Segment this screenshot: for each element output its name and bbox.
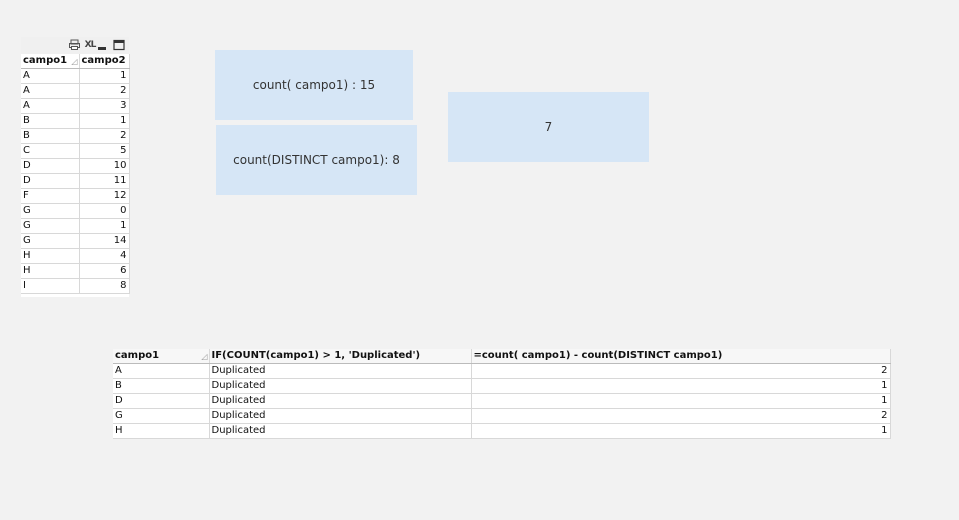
count-textbox[interactable]: count( campo1) : 15 — [215, 50, 413, 120]
campo2-cell[interactable]: 1 — [79, 113, 130, 129]
difference-textbox[interactable]: 7 — [448, 92, 649, 162]
minimize-icon[interactable] — [97, 39, 107, 51]
if-duplicated-cell[interactable]: Duplicated — [209, 393, 472, 409]
campo1-cell[interactable]: G — [21, 218, 80, 234]
campo2-cell[interactable]: 5 — [79, 143, 130, 159]
count-difference-cell[interactable]: 1 — [471, 423, 891, 439]
column-header-if-duplicated[interactable]: IF(COUNT(campo1) > 1, 'Duplicated') — [209, 349, 472, 364]
straight-table[interactable]: campo1◿ IF(COUNT(campo1) > 1, 'Duplicate… — [113, 349, 891, 439]
maximize-icon[interactable] — [113, 39, 125, 51]
column-header-campo1[interactable]: campo1◿ — [113, 349, 210, 364]
campo1-cell[interactable]: A — [21, 83, 80, 99]
if-duplicated-cell[interactable]: Duplicated — [209, 423, 472, 439]
count-text: count( campo1) : 15 — [252, 78, 376, 92]
campo1-cell[interactable]: B — [113, 378, 210, 394]
campo2-cell[interactable]: 0 — [79, 203, 130, 219]
difference-text: 7 — [544, 120, 553, 134]
distinct-count-text: count(DISTINCT campo1): 8 — [233, 153, 400, 167]
campo1-cell[interactable]: A — [21, 98, 80, 114]
campo2-cell[interactable]: 1 — [79, 218, 130, 234]
campo1-cell[interactable]: F — [21, 188, 80, 204]
campo1-cell[interactable]: A — [113, 363, 210, 379]
campo2-cell[interactable]: 1 — [79, 68, 130, 84]
if-duplicated-cell[interactable]: Duplicated — [209, 363, 472, 379]
table-box-caption: XL — [21, 37, 129, 54]
column-header-count-difference[interactable]: =count( campo1) - count(DISTINCT campo1) — [471, 349, 891, 364]
campo1-cell[interactable]: D — [21, 173, 80, 189]
campo1-cell[interactable]: H — [21, 263, 80, 279]
column-header-campo2[interactable]: campo2 — [79, 54, 130, 69]
campo2-cell[interactable]: 8 — [79, 278, 130, 294]
count-difference-cell[interactable]: 1 — [471, 393, 891, 409]
campo1-cell[interactable]: H — [21, 248, 80, 264]
count-difference-cell[interactable]: 2 — [471, 363, 891, 379]
campo2-cell[interactable]: 14 — [79, 233, 130, 249]
campo2-cell[interactable]: 6 — [79, 263, 130, 279]
count-difference-cell[interactable]: 2 — [471, 408, 891, 424]
campo1-cell[interactable]: C — [21, 143, 80, 159]
if-duplicated-cell[interactable]: Duplicated — [209, 378, 472, 394]
campo2-cell[interactable]: 2 — [79, 83, 130, 99]
campo1-cell[interactable]: I — [21, 278, 80, 294]
campo1-cell[interactable]: D — [21, 158, 80, 174]
sort-indicator-icon: ◿ — [201, 352, 208, 361]
distinct-count-textbox[interactable]: count(DISTINCT campo1): 8 — [216, 125, 417, 195]
column-header-campo1[interactable]: campo1◿ — [21, 54, 80, 69]
count-difference-cell[interactable]: 1 — [471, 378, 891, 394]
campo2-cell[interactable]: 2 — [79, 128, 130, 144]
campo2-cell[interactable]: 4 — [79, 248, 130, 264]
campo2-cell[interactable]: 3 — [79, 98, 130, 114]
campo1-cell[interactable]: G — [21, 233, 80, 249]
campo1-cell[interactable]: D — [113, 393, 210, 409]
campo1-cell[interactable]: G — [21, 203, 80, 219]
print-icon[interactable] — [69, 39, 80, 51]
campo1-cell[interactable]: B — [21, 128, 80, 144]
sort-indicator-icon: ◿ — [71, 57, 78, 66]
campo2-cell[interactable]: 11 — [79, 173, 130, 189]
campo2-cell[interactable]: 10 — [79, 158, 130, 174]
duplicates-table: campo1◿ IF(COUNT(campo1) > 1, 'Duplicate… — [113, 349, 891, 439]
campo1-cell[interactable]: H — [113, 423, 210, 439]
campo1-cell[interactable]: B — [21, 113, 80, 129]
campo1-cell[interactable]: A — [21, 68, 80, 84]
campo2-cell[interactable]: 12 — [79, 188, 130, 204]
campo1-cell[interactable]: G — [113, 408, 210, 424]
xl-icon[interactable]: XL — [84, 40, 97, 50]
if-duplicated-cell[interactable]: Duplicated — [209, 408, 472, 424]
